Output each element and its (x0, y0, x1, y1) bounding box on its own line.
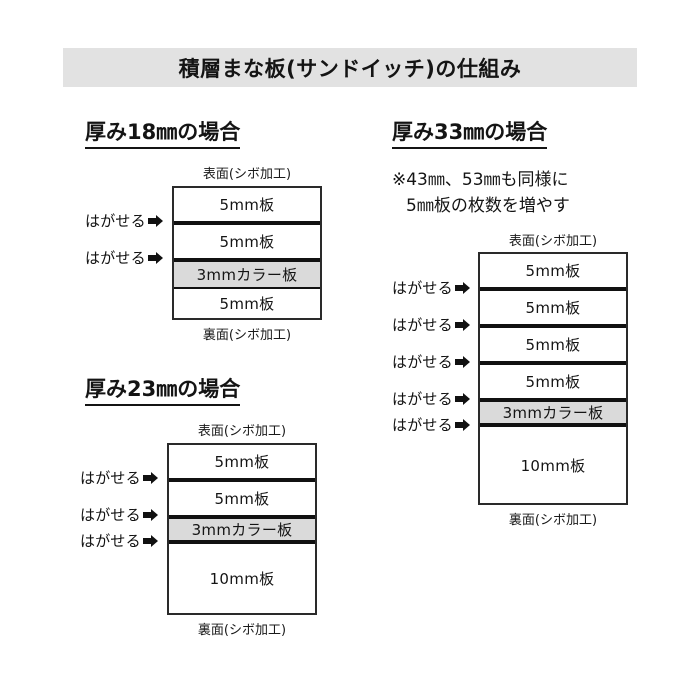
arrow-right-icon (147, 251, 164, 265)
layer-row-color: 3mmカラー板 (480, 398, 626, 423)
peel-label-23mm-3: はがせる (80, 530, 159, 551)
peel-label-text: はがせる (80, 532, 141, 550)
arrow-right-icon (454, 281, 471, 295)
bottom-face-caption-18mm: 裏面(シボ加工) (202, 328, 292, 343)
layer-label: 5mm板 (525, 373, 581, 391)
layer-label: 3mmカラー板 (502, 404, 604, 422)
layer-label: 10mm板 (520, 456, 586, 475)
page-title: 積層まな板(サンドイッチ)の仕組み (178, 56, 522, 81)
arrow-right-icon (454, 318, 471, 332)
peel-label-text: はがせる (392, 390, 453, 408)
layer-row: 10mm板 (480, 423, 626, 503)
layer-label: 5mm板 (525, 299, 581, 317)
layer-label: 5mm板 (214, 453, 270, 471)
note-line-2: 5㎜板の枚数を増やす (406, 195, 570, 216)
peel-label-text: はがせる (80, 469, 141, 487)
peel-label-33mm-2: はがせる (392, 314, 471, 335)
top-face-caption-18mm: 表面(シボ加工) (202, 167, 292, 182)
arrow-right-icon (454, 355, 471, 369)
peel-label-text: はがせる (392, 279, 453, 297)
layer-row: 10mm板 (169, 540, 315, 613)
section-note-33mm: ※43㎜、53㎜も同様に 5㎜板の枚数を増やす (392, 168, 570, 219)
peel-label-23mm-1: はがせる (80, 467, 159, 488)
top-face-caption-23mm: 表面(シボ加工) (197, 424, 287, 439)
layer-label: 5mm板 (214, 490, 270, 508)
layer-row: 5mm板 (480, 287, 626, 324)
peel-label-text: はがせる (85, 212, 146, 230)
peel-label-text: はがせる (85, 249, 146, 267)
arrow-right-icon (142, 508, 159, 522)
layer-row: 5mm板 (169, 445, 315, 478)
peel-label-text: はがせる (392, 353, 453, 371)
peel-label-23mm-2: はがせる (80, 504, 159, 525)
section-heading-23mm: 厚み23㎜の場合 (85, 377, 241, 406)
arrow-right-icon (147, 214, 164, 228)
peel-label-text: はがせる (80, 506, 141, 524)
peel-label-33mm-3: はがせる (392, 351, 471, 372)
layer-row: 5mm板 (174, 188, 320, 221)
peel-label-text: はがせる (392, 316, 453, 334)
layer-label: 5mm板 (525, 262, 581, 280)
layer-row: 5mm板 (480, 324, 626, 361)
layer-label: 3mmカラー板 (191, 521, 293, 539)
arrow-right-icon (454, 392, 471, 406)
peel-label-33mm-5: はがせる (392, 414, 471, 435)
layer-stack-23mm: 5mm板 5mm板 3mmカラー板 10mm板 (167, 443, 317, 615)
peel-label-33mm-4: はがせる (392, 388, 471, 409)
peel-label-18mm-2: はがせる (85, 247, 164, 268)
layer-row: 5mm板 (169, 478, 315, 515)
arrow-right-icon (142, 534, 159, 548)
peel-label-33mm-1: はがせる (392, 277, 471, 298)
peel-label-text: はがせる (392, 416, 453, 434)
layer-label: 10mm板 (209, 570, 275, 588)
section-heading-18mm: 厚み18㎜の場合 (85, 120, 241, 149)
layer-label: 5mm板 (525, 336, 581, 354)
layer-row-color: 3mmカラー板 (174, 258, 320, 287)
bottom-face-caption-23mm: 裏面(シボ加工) (197, 623, 287, 638)
layer-label: 3mmカラー板 (196, 266, 298, 284)
bottom-face-caption-33mm: 裏面(シボ加工) (508, 513, 598, 528)
top-face-caption-33mm: 表面(シボ加工) (508, 234, 598, 249)
layer-row: 5mm板 (480, 254, 626, 287)
layer-row: 5mm板 (480, 361, 626, 398)
layer-stack-33mm: 5mm板 5mm板 5mm板 5mm板 3mmカラー板 10mm板 (478, 252, 628, 505)
layer-stack-18mm: 5mm板 5mm板 3mmカラー板 5mm板 (172, 186, 322, 320)
layer-label: 5mm板 (219, 196, 275, 214)
peel-label-18mm-1: はがせる (85, 210, 164, 231)
arrow-right-icon (142, 471, 159, 485)
section-heading-33mm: 厚み33㎜の場合 (392, 120, 548, 149)
layer-label: 5mm板 (219, 233, 275, 251)
layer-row: 5mm板 (174, 221, 320, 258)
layer-row-color: 3mmカラー板 (169, 515, 315, 540)
diagram-title-band: 積層まな板(サンドイッチ)の仕組み (63, 48, 637, 87)
arrow-right-icon (454, 418, 471, 432)
note-line-1: ※43㎜、53㎜も同様に (392, 170, 569, 190)
layer-row: 5mm板 (174, 287, 320, 318)
layer-label: 5mm板 (219, 295, 275, 313)
